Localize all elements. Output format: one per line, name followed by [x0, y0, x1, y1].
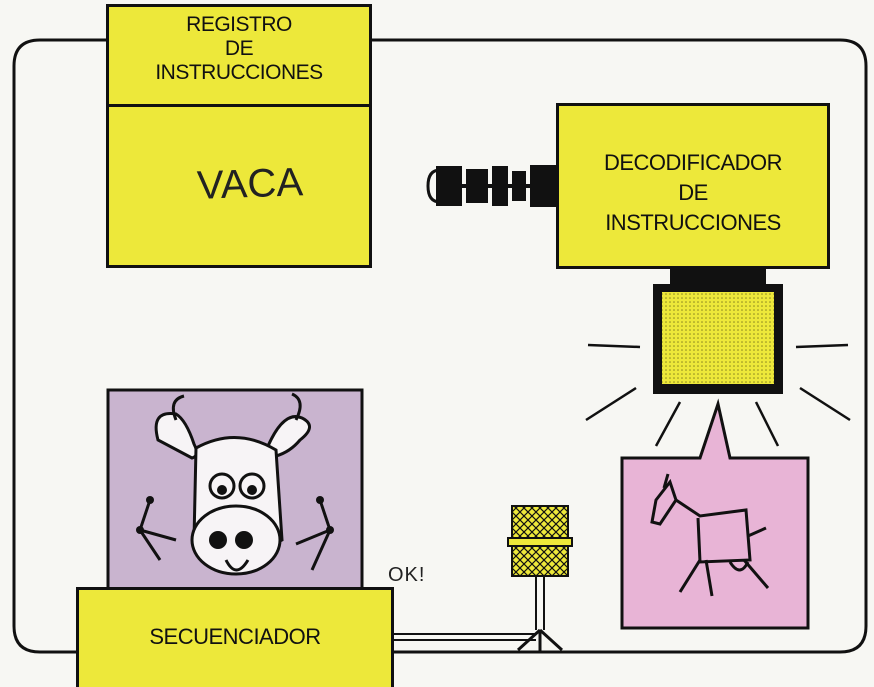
ok-speech-text: OK!: [388, 564, 426, 586]
monitor-rays: [585, 343, 851, 447]
instruction-register-label: REGISTRO DE INSTRUCCIONES: [109, 13, 369, 85]
instruction-register-line3: INSTRUCCIONES: [155, 61, 323, 84]
instruction-register-line1: REGISTRO: [186, 13, 292, 36]
register-divider: [109, 104, 369, 107]
monitor-screen: [653, 269, 783, 394]
instruction-register-box: REGISTRO DE INSTRUCCIONES: [106, 4, 372, 268]
microphone-icon: [394, 505, 573, 652]
instruction-decoder-line1: DECODIFICADOR: [603, 150, 783, 175]
instruction-decoder-line2: DE: [678, 180, 708, 205]
loop-connector: [12, 38, 868, 654]
instruction-register-line2: DE: [224, 37, 254, 60]
cow-drawing-panel: [620, 398, 810, 630]
cow-character-panel: [106, 388, 364, 592]
vaca-note-text: VACA: [196, 160, 304, 208]
instruction-decoder-label: DECODIFICADOR DE INSTRUCCIONES: [559, 148, 827, 238]
sequencer-label: SECUENCIADOR: [149, 624, 321, 649]
camera-lens-icon: [426, 165, 556, 207]
instruction-decoder-line3: INSTRUCCIONES: [605, 210, 781, 235]
instruction-decoder-box: DECODIFICADOR DE INSTRUCCIONES: [556, 103, 830, 269]
sequencer-box: SECUENCIADOR: [76, 587, 394, 687]
